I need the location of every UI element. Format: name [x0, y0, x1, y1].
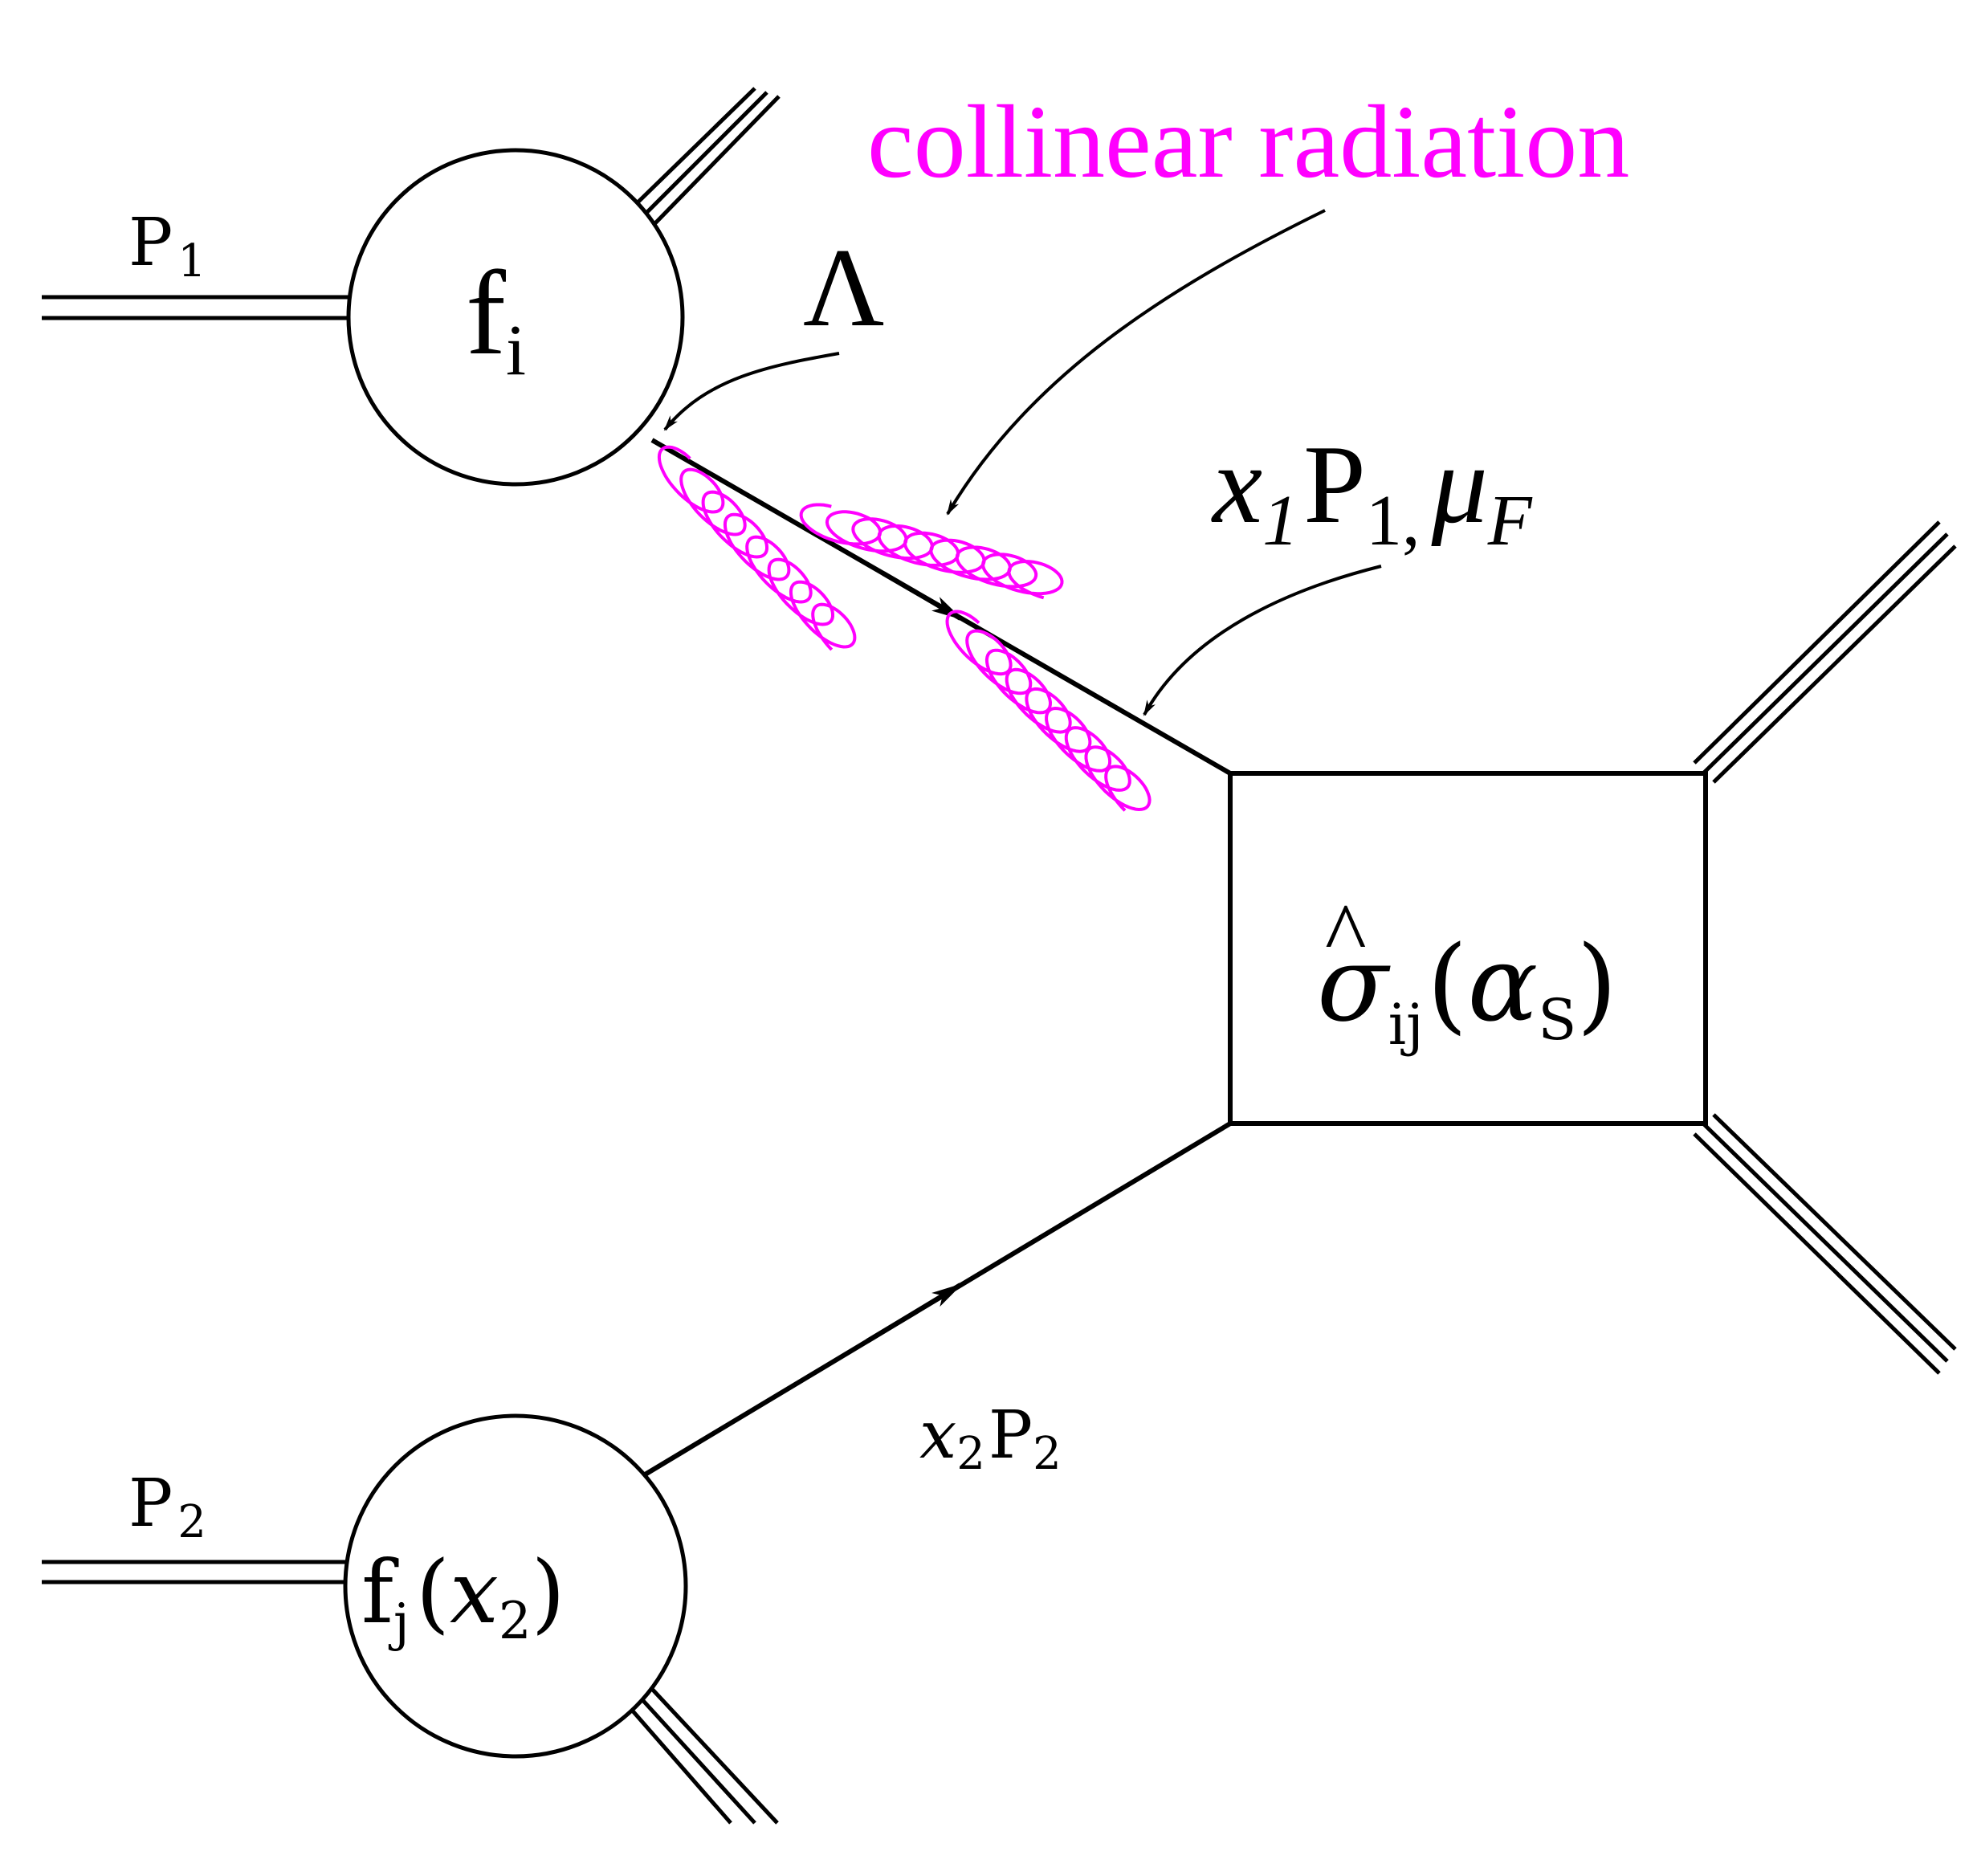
label-sigma: σij(αS): [1317, 923, 1617, 1058]
gluon-coil-1: [657, 445, 857, 651]
label-fi: fi: [466, 247, 526, 390]
label-x2p2: x2P2: [919, 1397, 1062, 1480]
proton-p2-line: [42, 1560, 355, 1584]
label-x1p1-muf: x1P1,μF: [1211, 422, 1533, 561]
outgoing-lines-bottom: [1693, 1113, 1957, 1375]
label-sigma-hat: ^: [1325, 885, 1367, 983]
gluon-radiation: [657, 445, 1152, 812]
pdf-circle-fi: [346, 148, 685, 487]
gluon-coil-2: [799, 503, 1064, 600]
gluon-coil-3: [945, 610, 1152, 812]
proton-p1-line: [42, 295, 355, 320]
x1p1-arrow: [1143, 565, 1382, 716]
lambda-arrow: [663, 352, 840, 431]
outgoing-lines-top: [1693, 520, 1957, 784]
hard-process-box: [1228, 771, 1708, 1126]
spectator-lines-bottom: [617, 1674, 779, 1825]
parton-arrow-x2: [866, 1283, 964, 1344]
spectator-lines-top: [631, 87, 781, 228]
label-collinear-radiation: collinear radiation: [867, 84, 1629, 200]
label-fj: fj(x2): [361, 1543, 565, 1653]
pdf-circle-fj: [343, 1413, 688, 1759]
parton-arrow-x1: [882, 571, 964, 621]
collinear-arrow: [946, 209, 1326, 516]
label-lambda: Λ: [803, 226, 885, 350]
